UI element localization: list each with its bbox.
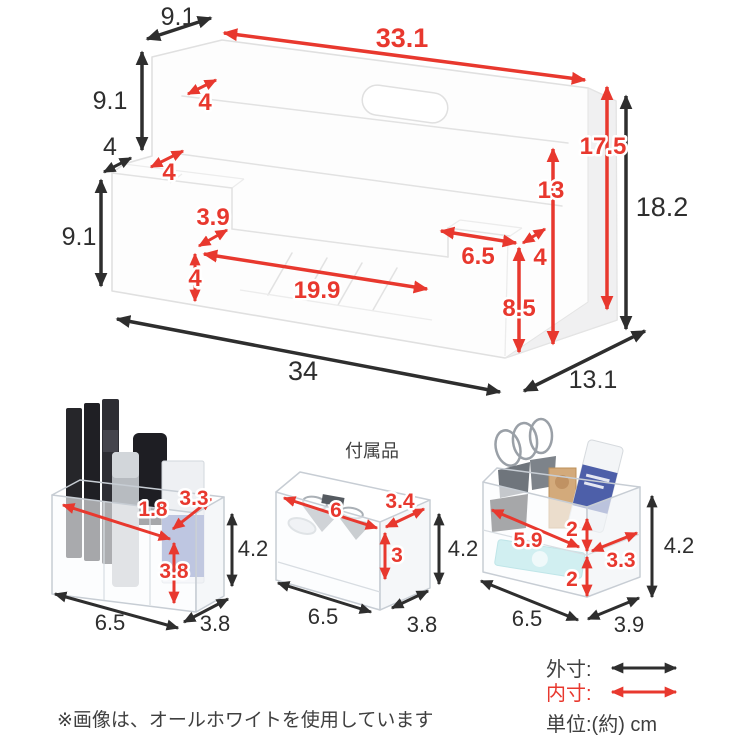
carry-handle-hole [361, 84, 449, 124]
dim-arrow-tray-inner-width [202, 249, 429, 294]
marker-pen [133, 433, 167, 525]
dim-arrow-top-depth [145, 15, 213, 42]
dim-arrow-left-step-depth [102, 156, 133, 174]
dim-label-outer-depth: 13.1 [569, 366, 618, 394]
binder-clip-handle [511, 421, 539, 461]
dim-label-top-depth: 9.1 [161, 3, 196, 31]
dim-arrow-outer-width [115, 315, 502, 396]
dim-label-clipcase-lower-height: 2 [566, 568, 578, 591]
dim-label-left-step-depth: 4 [103, 133, 117, 161]
dim-arrow-penstand-outer-depth [182, 597, 230, 624]
dim-label-penstand-inner-width: 1.8 [138, 498, 168, 521]
dim-label-clipcase-upper-height: 2 [566, 518, 578, 541]
dim-label-accessory-inner-depth: 3.4 [385, 490, 415, 513]
dim-label-accessory-outer-height: 4.2 [448, 536, 479, 561]
dim-arrow-penstand-outer-width [53, 591, 180, 631]
pen-stand-photo: 1.8 3.3 3.8 4.2 6.5 3.8 [51, 399, 269, 636]
dim-label-middle-inner-height: 13 [538, 177, 565, 204]
front-section-back-edge [179, 153, 563, 207]
tray-floor-edge [239, 289, 433, 321]
accessory-case-photo: 付属品 6 3.4 3 4.2 6.5 3.8 [275, 441, 479, 637]
dim-arrow-left-slot-width [197, 228, 229, 248]
dim-label-right-slot-depth: 4 [533, 244, 547, 271]
dim-label-upper-left-height: 9.1 [93, 87, 128, 115]
accessory-case-back-rim [275, 471, 431, 501]
legend-inner-label: 内寸: [546, 682, 592, 705]
binder-clip-handle [528, 417, 554, 455]
pencil-lead-case-band [103, 430, 118, 452]
dim-label-back-inner-height: 17.5 [580, 133, 627, 160]
dim-label-right-slot-width: 6.5 [461, 243, 494, 270]
accessory-case-caption: 付属品 [345, 441, 399, 461]
dim-label-penstand-inner-depth: 3.3 [179, 487, 208, 510]
dim-arrow-accessory-outer-depth [390, 589, 430, 610]
left-box-rim-front [111, 172, 233, 189]
silver-pen-cap [112, 452, 139, 478]
eraser-label-text-line [585, 473, 610, 483]
dim-arrow-clipcase-outer-depth [586, 596, 641, 621]
right-box-rim-back [459, 219, 523, 229]
dim-arrow-back-inner-width [222, 28, 587, 85]
dim-label-tray-front-inner-height: 4 [188, 265, 202, 292]
dim-label-penstand-outer-height: 4.2 [238, 536, 269, 561]
dim-label-clipcase-inner-width: 5.9 [513, 529, 542, 552]
dim-arrow-accessory-outer-width [276, 581, 373, 614]
dim-arrow-accessory-inner-depth [384, 507, 426, 529]
left-box-rim-end [231, 178, 245, 189]
right-box-rim-left [447, 219, 461, 229]
middle-wall-top-edge [181, 95, 569, 144]
dim-arrow-clipcase-inner-width [490, 508, 581, 549]
dim-label-outer-height: 18.2 [636, 192, 689, 222]
dim-label-accessory-inner-width: 6 [330, 499, 342, 522]
dim-label-right-inner-height: 8.5 [502, 295, 535, 322]
eraser-label-text-line [583, 481, 604, 490]
dim-arrow-lower-slot-depth [149, 149, 185, 169]
dim-label-clipcase-outer-height: 4.2 [664, 533, 695, 558]
dim-arrow-penstand-inner-depth [172, 497, 212, 531]
dim-label-penstand-outer-depth: 3.8 [200, 611, 231, 636]
dim-label-back-inner-width: 33.1 [376, 23, 429, 53]
right-box-front-corner [504, 237, 509, 357]
dim-arrow-clipcase-inner-depth [590, 531, 639, 553]
dim-arrow-accessory-inner-width [282, 496, 379, 530]
main-unit-dimensions: 9.1 9.1 4 9.1 34 13.1 18.2 33.1 4 4 17.5… [62, 3, 689, 396]
pen-stand-right-face [195, 496, 225, 613]
left-box-divider [169, 173, 183, 184]
dim-label-tray-inner-width: 19.9 [294, 277, 341, 304]
dim-arrow-upper-slot-depth [186, 78, 218, 96]
legend-unit-label: 単位:(約) cm [546, 713, 657, 736]
dim-label-clipcase-outer-depth: 3.9 [614, 612, 645, 637]
color-disclaimer-note: ※画像は、オールホワイトを使用しています [57, 709, 433, 731]
wooden-stamp-hole [555, 475, 569, 489]
dim-label-clipcase-inner-depth: 3.3 [606, 549, 635, 572]
dim-arrow-penstand-inner-width [61, 503, 172, 541]
pen-stand-back-rim [51, 479, 225, 498]
dim-label-accessory-outer-depth: 3.8 [407, 612, 438, 637]
dim-label-clipcase-outer-width: 6.5 [512, 606, 543, 631]
dim-label-lower-slot-depth: 4 [162, 159, 176, 186]
dim-label-accessory-inner-height: 3 [391, 544, 403, 567]
binder-clip-handle [494, 429, 522, 467]
left-box-rim-back [123, 163, 245, 180]
accessory-case-front-face [275, 491, 381, 611]
clip-case-photo: 5.9 2 3.3 2 4.2 6.5 3.9 [479, 417, 695, 637]
dim-label-penstand-outer-width: 6.5 [95, 610, 126, 635]
dim-label-accessory-outer-width: 6.5 [308, 604, 339, 629]
dim-arrow-outer-depth [522, 329, 647, 393]
dimension-legend: 外寸: 内寸: 単位:(約) cm [546, 658, 678, 736]
dim-label-outer-width: 34 [288, 356, 318, 386]
dim-arrow-right-slot-width [439, 226, 518, 248]
dim-label-left-slot-width: 3.9 [196, 204, 229, 231]
dim-label-penstand-inner-height: 3.8 [159, 560, 189, 583]
dim-arrow-right-slot-depth [521, 227, 547, 245]
dim-arrow-clipcase-outer-width [479, 579, 580, 622]
dim-label-upper-slot-depth: 4 [198, 89, 212, 116]
dim-label-front-left-height: 9.1 [62, 223, 97, 251]
clip-case-back-rim [482, 467, 641, 488]
legend-outer-label: 外寸: [546, 658, 592, 681]
